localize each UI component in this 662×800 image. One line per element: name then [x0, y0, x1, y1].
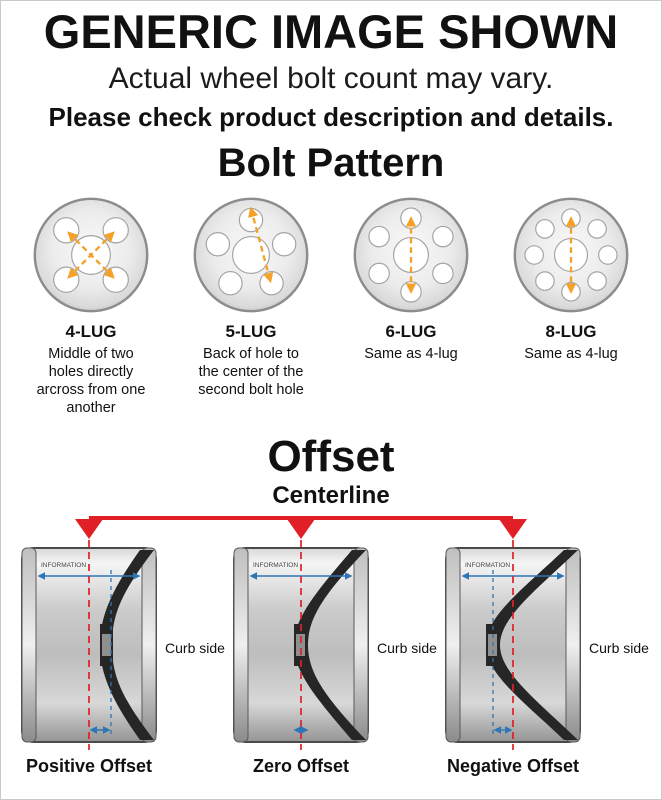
center-bore	[232, 235, 270, 274]
curb-side-label: Curb side	[589, 639, 649, 656]
wheel-spoke-profile	[486, 549, 578, 740]
street-side-lip	[233, 547, 249, 743]
4-lug-wheel-diagram	[33, 197, 149, 313]
lug-item-6: 6-LUG Same as 4-lug	[338, 192, 484, 418]
lug-label: 8-LUG	[545, 321, 597, 341]
curb-side-lip	[565, 547, 581, 743]
barrel-spec-text: INFORMATION	[253, 562, 298, 569]
hub-bore	[296, 633, 305, 656]
negative-offset-wheel-diagram: INFORMATION	[445, 539, 581, 750]
offset-diagram: INFORMATION Curb side INFORMATION	[1, 510, 661, 777]
offset-labels-row: Positive Offset Zero Offset Negative Off…	[1, 756, 661, 777]
centerline-bar	[89, 515, 513, 520]
lug-description: Back of hole to the center of the second…	[198, 345, 304, 398]
positive-offset-label: Positive Offset	[25, 755, 153, 776]
lug-label: 4-LUG	[65, 321, 117, 341]
center-bore	[553, 237, 589, 272]
lug-item-5: 5-LUG Back of hole to the center of the …	[178, 192, 324, 418]
lug-label: 5-LUG	[225, 321, 277, 341]
bolt-pattern-title: Bolt Pattern	[217, 140, 445, 185]
curb-side-lip	[141, 547, 157, 743]
lug-description: Same as 4-lug	[364, 345, 458, 362]
lug-item-4: 4-LUG Middle of two holes directly arcro…	[18, 192, 164, 418]
6-lug-wheel-diagram	[353, 197, 469, 313]
check-details-note: Please check product description and det…	[48, 101, 614, 132]
centerline-arrow-icon	[499, 518, 527, 539]
lug-description: Same as 4-lug	[524, 345, 618, 362]
hub-bore	[102, 633, 111, 656]
lug-item-8: 8-LUG Same as 4-lug	[498, 192, 644, 418]
zero-offset-wheel-diagram: INFORMATION	[233, 539, 369, 750]
zero-offset-label: Zero Offset	[252, 755, 349, 776]
bolt-count-subtitle: Actual wheel bolt count may vary.	[108, 61, 554, 95]
barrel-spec-text: INFORMATION	[465, 562, 510, 569]
curb-side-label: Curb side	[165, 639, 225, 656]
street-side-lip	[445, 547, 461, 743]
negative-offset-label: Negative Offset	[446, 755, 580, 776]
lug-description: Middle of two holes directly arcross fro…	[36, 345, 146, 416]
offset-wheels-row: INFORMATION Curb side INFORMATION	[1, 510, 661, 750]
measurement-lines	[67, 230, 115, 279]
lug-holes	[53, 216, 129, 293]
centerline-arrow-icon	[287, 518, 315, 539]
generic-image-title: GENERIC IMAGE SHOWN	[43, 5, 619, 58]
lug-label: 6-LUG	[385, 321, 437, 341]
8-lug-wheel-diagram	[513, 197, 629, 313]
lug-holes	[368, 207, 454, 303]
measurement-lines	[248, 206, 274, 283]
barrel-spec-text: INFORMATION	[41, 562, 86, 569]
curb-side-lip	[353, 547, 369, 743]
lug-diagram-row: 4-LUG Middle of two holes directly arcro…	[1, 192, 661, 418]
centerline-arrow-icon	[75, 518, 103, 539]
positive-offset-wheel-diagram: INFORMATION	[21, 539, 157, 750]
offset-title: Offset	[267, 431, 395, 481]
wheel-spoke-profile	[100, 549, 154, 740]
centerline-label: Centerline	[272, 481, 390, 509]
5-lug-wheel-diagram	[193, 197, 309, 313]
wheel-spoke-profile	[294, 549, 366, 740]
street-side-lip	[21, 547, 37, 743]
curb-side-label: Curb side	[377, 639, 437, 656]
